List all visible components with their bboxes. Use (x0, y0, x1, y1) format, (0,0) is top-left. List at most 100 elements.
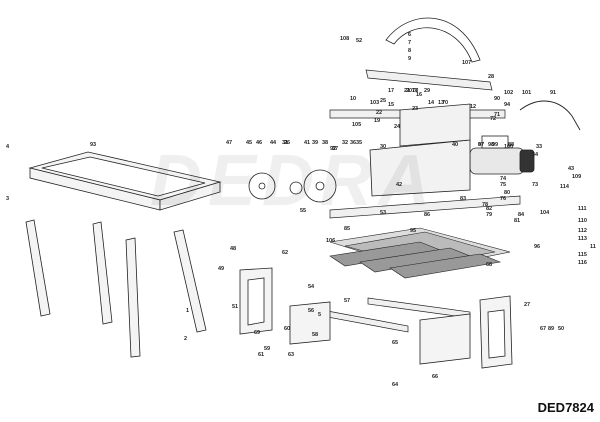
callout-48: 48 (230, 246, 236, 252)
callout-86: 86 (424, 212, 430, 218)
callout-57: 57 (344, 298, 350, 304)
callout-112: 112 (578, 228, 587, 234)
callout-63: 63 (288, 352, 294, 358)
callout-77: 77 (412, 88, 418, 94)
callout-68: 68 (486, 262, 492, 268)
callout-69: 69 (254, 330, 260, 336)
head-body (369, 103, 471, 197)
callout-106: 106 (326, 238, 335, 244)
callout-65: 65 (392, 340, 398, 346)
callout-17: 17 (388, 88, 394, 94)
callout-95: 95 (410, 228, 416, 234)
callout-97: 97 (478, 142, 484, 148)
motor (469, 135, 535, 175)
callout-110: 110 (578, 218, 587, 224)
callout-25: 25 (380, 98, 386, 104)
callout-47: 47 (226, 140, 232, 146)
callout-108: 108 (340, 36, 349, 42)
callout-44: 44 (270, 140, 277, 146)
callout-49: 49 (218, 266, 224, 272)
right-rod (519, 100, 581, 131)
callout-88: 88 (508, 142, 514, 148)
callout-35: 35 (356, 140, 362, 146)
callout-98: 98 (488, 142, 494, 148)
callout-2: 2 (184, 336, 187, 342)
callout-56: 56 (308, 308, 314, 314)
callout-6: 6 (408, 32, 411, 38)
blade-guard (385, 17, 481, 63)
callout-21: 21 (404, 88, 410, 94)
callout-50: 50 (558, 326, 564, 332)
callout-18: 18 (412, 88, 418, 94)
callout-55: 55 (300, 208, 306, 214)
callout-107: 107 (462, 60, 471, 66)
callout-78: 78 (482, 202, 488, 208)
callout-85: 85 (344, 226, 350, 232)
callout-90: 90 (494, 96, 500, 102)
callout-109: 109 (572, 174, 581, 180)
callout-100: 100 (504, 144, 513, 150)
callout-20: 20 (406, 88, 412, 94)
callout-81: 81 (514, 218, 520, 224)
callout-93: 93 (90, 142, 96, 148)
callout-16: 16 (416, 92, 422, 98)
callout-53: 53 (380, 210, 386, 216)
callout-13: 13 (438, 100, 444, 106)
side-frames (239, 267, 513, 369)
callout-40: 40 (452, 142, 458, 148)
callout-59: 59 (264, 346, 270, 352)
callout-41: 41 (304, 140, 310, 146)
callout-36: 36 (350, 140, 356, 146)
callout-87: 87 (478, 142, 484, 148)
callout-80: 80 (504, 190, 510, 196)
callout-11: 11 (590, 244, 596, 250)
callout-5: 5 (318, 312, 321, 318)
callout-54: 54 (308, 284, 315, 290)
callout-82: 82 (486, 206, 492, 212)
callout-76: 76 (500, 196, 506, 202)
callout-51: 51 (232, 304, 238, 310)
callout-42: 42 (396, 182, 402, 188)
callout-8: 8 (408, 48, 411, 54)
table-slats (329, 227, 511, 279)
callout-96: 96 (534, 244, 540, 250)
callout-15: 15 (388, 102, 394, 108)
callout-12: 12 (470, 104, 476, 110)
callout-111: 111 (578, 206, 587, 212)
callout-37: 37 (332, 146, 338, 152)
callout-60: 60 (284, 326, 290, 332)
callout-103: 103 (370, 100, 379, 106)
callout-75: 75 (500, 182, 506, 188)
callout-52: 52 (356, 38, 362, 44)
callout-10: 10 (350, 96, 356, 102)
callout-1: 1 (186, 308, 189, 314)
callout-115: 115 (578, 252, 587, 258)
callout-66: 66 (432, 374, 438, 380)
stand-frame (28, 151, 222, 211)
callout-4: 4 (6, 144, 10, 150)
drawing-code: DED7824 (537, 400, 594, 415)
callout-113: 113 (578, 236, 587, 242)
callout-114: 114 (560, 184, 570, 190)
callout-43: 43 (568, 166, 574, 172)
callout-92: 92 (330, 146, 336, 152)
callout-38: 38 (322, 140, 328, 146)
callout-9: 9 (408, 56, 411, 62)
callout-39: 39 (312, 140, 318, 146)
callout-64: 64 (392, 382, 399, 388)
stand-legs (25, 219, 207, 358)
blades (248, 169, 337, 203)
callout-79: 79 (486, 212, 492, 218)
callout-101: 101 (522, 90, 531, 96)
callout-3: 3 (6, 196, 9, 202)
callout-31: 31 (282, 140, 288, 146)
callout-28: 28 (488, 74, 494, 80)
callout-22: 22 (376, 110, 382, 116)
callout-30: 30 (380, 144, 386, 150)
callout-73: 73 (532, 182, 538, 188)
callout-61: 61 (258, 352, 264, 358)
callout-70: 70 (442, 100, 448, 106)
